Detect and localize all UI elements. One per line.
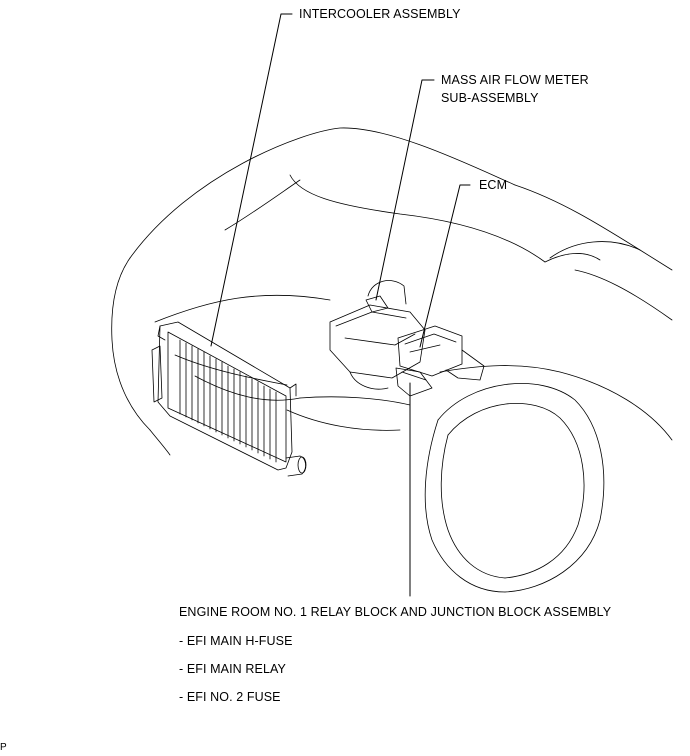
leader-maf [375, 79, 435, 301]
label-efi-main-h-fuse: - EFI MAIN H-FUSE [179, 634, 293, 648]
label-mass-air-flow-meter-line2: SUB-ASSEMBLY [441, 91, 539, 105]
label-relay-block: ENGINE ROOM NO. 1 RELAY BLOCK AND JUNCTI… [179, 605, 612, 619]
leader-ecm [419, 184, 471, 348]
leader-lines [210, 13, 471, 597]
label-efi-no2-fuse: - EFI NO. 2 FUSE [179, 690, 281, 704]
label-intercooler-assembly: INTERCOOLER ASSEMBLY [299, 7, 461, 21]
label-ecm: ECM [479, 178, 508, 192]
label-efi-main-relay: - EFI MAIN RELAY [179, 662, 286, 676]
leader-intercooler [210, 13, 293, 347]
figure-code: P [0, 742, 7, 753]
front-wheel [424, 383, 605, 593]
label-mass-air-flow-meter-line1: MASS AIR FLOW METER [441, 73, 589, 87]
car-body-outline [111, 127, 673, 456]
ecm-illustration [395, 325, 485, 397]
intercooler-illustration [151, 321, 307, 477]
air-cleaner-illustration [329, 280, 426, 390]
